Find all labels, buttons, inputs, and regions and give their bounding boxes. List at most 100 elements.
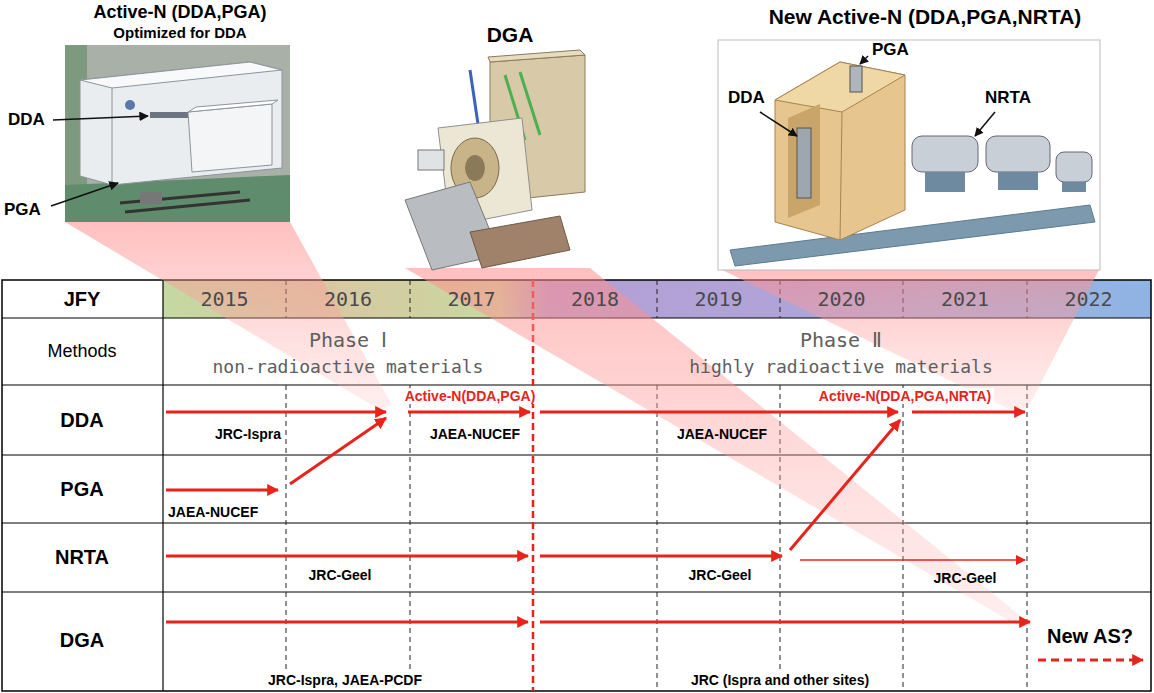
phase-note: non-radioactive materials: [213, 356, 484, 378]
label-holder: JRC-Ispra: [215, 426, 281, 443]
cabinet-slot: [150, 112, 190, 118]
label-holder: Methods: [47, 341, 116, 363]
label-holder: New AS?: [1047, 624, 1133, 648]
timeline-arrow: [912, 411, 1025, 414]
year-cell: 2020: [817, 287, 865, 311]
site-label: JRC-Geel: [688, 567, 751, 584]
phase-note: highly radioactive materials: [689, 356, 992, 378]
merge-arrow: [290, 418, 386, 484]
machine-port: [465, 155, 485, 181]
device-render: [718, 40, 1100, 270]
shield-top: [775, 62, 905, 112]
callout-arrow: [975, 112, 995, 136]
future-arrow: [1038, 659, 1143, 662]
shield-cavity: [788, 104, 820, 218]
label-holder: DDA: [8, 110, 45, 130]
label-holder: JAEA-NUCEF: [168, 504, 258, 521]
header-cell: JFY: [64, 287, 101, 311]
shield-edge: [840, 112, 842, 240]
callout-label: NRTA: [985, 88, 1031, 108]
callout-label: PGA: [872, 40, 909, 60]
label-holder: JRC-Ispra, JAEA-PCDF: [265, 672, 425, 689]
year-cell: 2017: [447, 287, 495, 311]
year-cell: 2015: [200, 287, 248, 311]
photo-background: [65, 45, 290, 222]
label-holder: NRTA: [985, 88, 1031, 108]
callout-label: DDA: [728, 88, 765, 108]
label-holder: 2020: [817, 287, 865, 311]
row-header: DDA: [60, 408, 103, 432]
label-holder: 2019: [694, 287, 742, 311]
pga-box: [188, 104, 272, 172]
label-holder: Phase Ⅱ: [800, 328, 882, 352]
panel-heading: Active-N (DDA,PGA)Optimized for DDA: [60, 2, 300, 42]
year-cell: 2016: [324, 287, 372, 311]
timeline-arrow: [166, 411, 386, 414]
label-holder: JRC-Geel: [933, 570, 996, 587]
label-holder: DGA: [60, 628, 104, 652]
callout-label: DDA: [8, 110, 45, 130]
site-label: JRC (Ispra and other sites): [688, 672, 872, 689]
timeline-arrows: [166, 412, 1143, 660]
label-holder: 2018: [571, 287, 619, 311]
site-label: JRC-Geel: [308, 567, 371, 584]
label-holder: non-radioactive materials: [213, 356, 484, 378]
label-holder: Active-N(DDA,PGA,NRTA): [816, 388, 994, 405]
site-label: JRC-Geel: [933, 570, 996, 587]
year-cell: 2018: [571, 287, 619, 311]
timeline-arrow: [540, 555, 782, 558]
row-header: NRTA: [55, 545, 109, 569]
callout-arrow: [51, 183, 118, 206]
panel-title: DGA: [420, 22, 600, 47]
cabinet-top: [488, 50, 585, 62]
year-cell: 2019: [694, 287, 742, 311]
label-holder: Phase Ⅰ: [309, 328, 387, 352]
label-holder: NRTA: [55, 545, 109, 569]
merge-arrow: [790, 420, 900, 550]
panel-subtitle: Optimized for DDA: [60, 24, 300, 42]
floor: [65, 175, 290, 222]
flight-tube: [1056, 152, 1092, 182]
row-header: DGA: [60, 628, 104, 652]
logo: [125, 100, 135, 110]
label-holder: JRC-Geel: [688, 567, 751, 584]
row-header: PGA: [60, 477, 103, 501]
label-holder: 2015: [200, 287, 248, 311]
panel-heading: DGA: [420, 22, 600, 47]
label-holder: PGA: [4, 200, 41, 220]
control-box: [418, 150, 444, 170]
site-label: JAEA-NUCEF: [168, 504, 258, 521]
device-photo: [405, 50, 585, 270]
site-label: JRC-Ispra: [215, 426, 281, 443]
device-photo: [65, 45, 290, 222]
callout-arrow: [860, 56, 868, 64]
device-label: Active-N(DDA,PGA,NRTA): [816, 388, 994, 405]
label-holder: Active-N(DDA,PGA): [402, 388, 539, 405]
cabinet-edge: [112, 88, 113, 185]
callout-label: PGA: [4, 200, 41, 220]
label-holder: 2017: [447, 287, 495, 311]
pga-detector: [850, 66, 862, 92]
tube-stand: [1062, 182, 1086, 192]
row-header: Methods: [47, 341, 116, 363]
panel-title: New Active-N (DDA,PGA,NRTA): [715, 4, 1135, 29]
cabinet: [80, 62, 282, 185]
table-column-line: [162, 280, 163, 691]
phase-name: Phase Ⅰ: [309, 328, 387, 352]
highlight-wedge: [65, 222, 392, 410]
timeline-arrow: [166, 555, 528, 558]
label-holder: 2016: [324, 287, 372, 311]
label-holder: JAEA-NUCEF: [430, 426, 520, 443]
tube-stand: [998, 172, 1038, 190]
label-holder: PGA: [60, 477, 103, 501]
site-label: JAEA-NUCEF: [430, 426, 520, 443]
year-cell: 2021: [941, 287, 989, 311]
label-holder: JRC (Ispra and other sites): [688, 672, 872, 689]
shield-block: [775, 62, 905, 240]
flight-tube: [912, 136, 978, 172]
dda-detector: [797, 128, 811, 198]
panel-title: Active-N (DDA,PGA): [60, 2, 300, 24]
